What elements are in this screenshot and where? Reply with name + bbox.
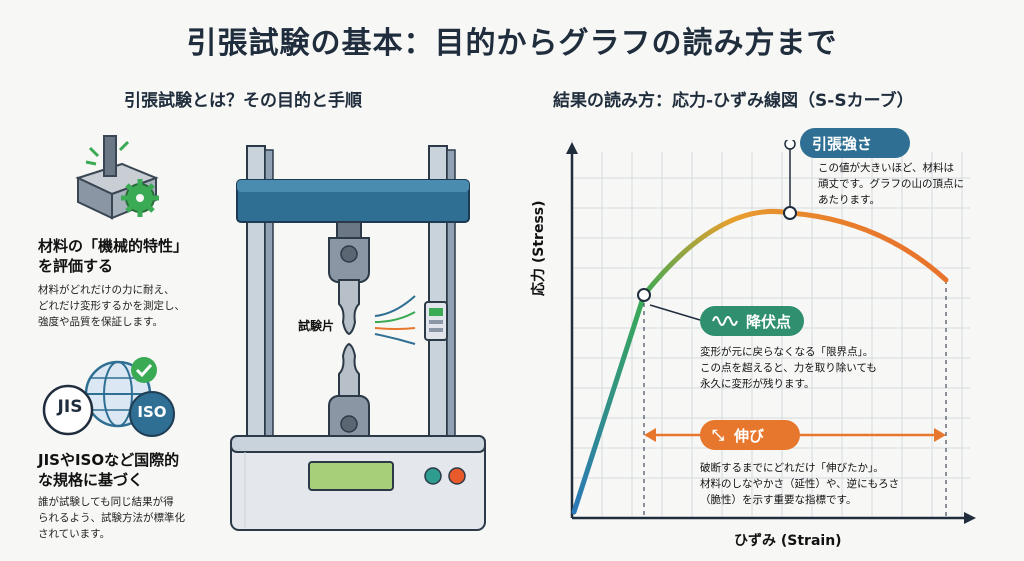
feature1-title-line2: を評価する [38, 257, 114, 275]
left-heading: 引張試験とは？その目的と手順 [124, 91, 362, 111]
yield-desc-line1: 変形が元に戻らなくなる「限界点」。 [700, 346, 874, 358]
feature1-desc-line3: 強度や品質を保証します。 [38, 316, 163, 328]
feature1-title-line1: 材料の「機械的特性」 [38, 237, 189, 255]
yield-desc-line3: 永久に変形が残ります。 [700, 378, 815, 390]
tensile-testing-machine [230, 145, 486, 531]
yield-point-label: 降伏点 [700, 306, 804, 336]
expand-arrows-icon: ⤡ [712, 426, 725, 444]
yield-point-text: 降伏点 [746, 312, 792, 331]
elongation-desc-line3: （脆性）を示す重要な指標です。 [700, 494, 857, 506]
tensile-strength-label: 引張強さ [800, 128, 910, 158]
tensile-desc-line3: あたります。 [818, 194, 880, 206]
standards-globe-icon [42, 357, 175, 437]
material-gear-icon [75, 135, 159, 220]
spring-icon [712, 316, 738, 326]
y-axis-label: 応力 (Stress) [531, 200, 547, 296]
elongation-desc-line1: 破断するまでにどれだけ「伸びたか」。 [700, 462, 884, 474]
iso-badge: ISO [137, 403, 167, 421]
jis-badge: JIS [57, 397, 83, 417]
page-title: 引張試験の基本：目的からグラフの読み方まで [186, 26, 838, 61]
feature2-title-line1: JISやISOなど国際的 [38, 451, 180, 469]
feature2-desc-line3: されています。 [38, 528, 111, 540]
yield-desc-line2: この点を超えると、力を取り除いても [700, 362, 877, 374]
feature2-title-line2: な規格に基づく [38, 471, 144, 489]
x-axis-label: ひずみ (Strain) [734, 533, 842, 549]
tensile-desc-line2: 頑丈です。グラフの山の頂点に [818, 178, 964, 190]
elongation-desc-line2: 材料のしなやかさ（延性）や、逆にもろさ [700, 478, 900, 490]
feature2-desc-line1: 誰が試験しても同じ結果が得 [38, 496, 174, 508]
stress-strain-curve-diagram [566, 140, 976, 524]
feature1-desc-line1: 材料がどれだけの力に耐え、 [38, 284, 175, 296]
elongation-label: ⤡ 伸び [700, 420, 800, 450]
elongation-text: 伸び [734, 426, 765, 445]
feature2-desc-line2: られるよう、試験方法が標準化 [38, 512, 185, 524]
tensile-strength-text: 引張強さ [812, 134, 873, 153]
specimen-label: 試験片 [298, 319, 335, 333]
right-heading: 結果の読み方：応力-ひずみ線図（S-Sカーブ） [553, 91, 914, 111]
feature1-desc-line2: どれだけ変形するかを測定し、 [38, 300, 185, 312]
tensile-desc-line1: この値が大きいほど、材料は [818, 162, 954, 174]
